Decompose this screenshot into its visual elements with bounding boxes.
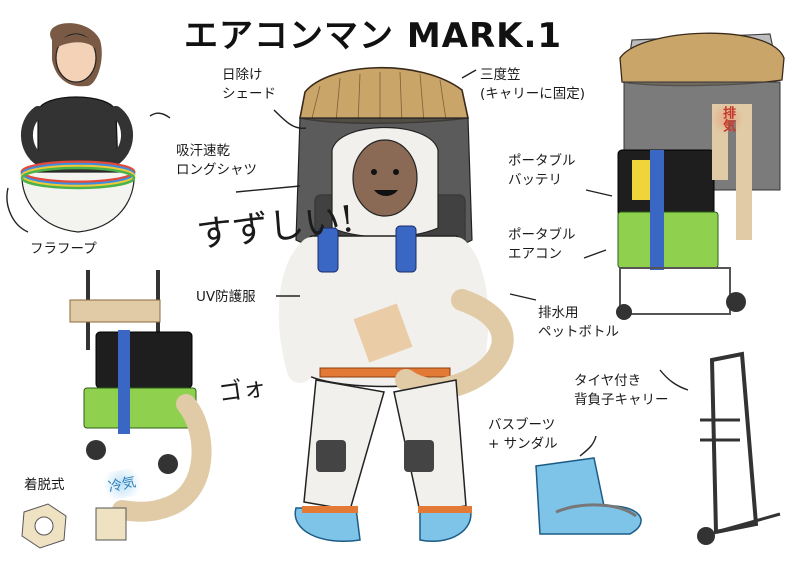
back-view-figure: [616, 32, 785, 320]
page-title: エアコンマン MARK.1: [184, 16, 563, 56]
label-shirt: 吸汗速乾 ロングシャツ: [176, 143, 257, 178]
label-suit: UV防護服: [196, 289, 256, 305]
carrier-figure: [697, 351, 781, 545]
leader-lines: [6, 69, 689, 457]
label-detach: 着脱式: [24, 477, 65, 493]
label-carrier: タイヤ付き 背負子キャリー: [574, 373, 669, 408]
label-hoop: フラフープ: [30, 241, 97, 257]
woman-figure: [20, 23, 136, 233]
detachable-joint: [21, 503, 127, 549]
label-battery: ポータブル バッテリ: [508, 153, 576, 188]
label-drain: 排水用 ペットボトル: [538, 305, 619, 340]
label-sandogasa: 三度笠 (キャリーに固定): [480, 67, 586, 102]
label-shade: 日除け シェード: [222, 67, 276, 102]
boots-figure: [535, 457, 642, 535]
aircon-man-figure: [278, 66, 514, 542]
label-boots: バスブーツ + サンダル: [488, 417, 558, 452]
label-exhaust: 排気: [712, 102, 743, 136]
label-go: ゴォ: [216, 372, 269, 408]
label-aircon: ポータブル エアコン: [508, 227, 576, 262]
backpack-unit: [69, 270, 212, 522]
